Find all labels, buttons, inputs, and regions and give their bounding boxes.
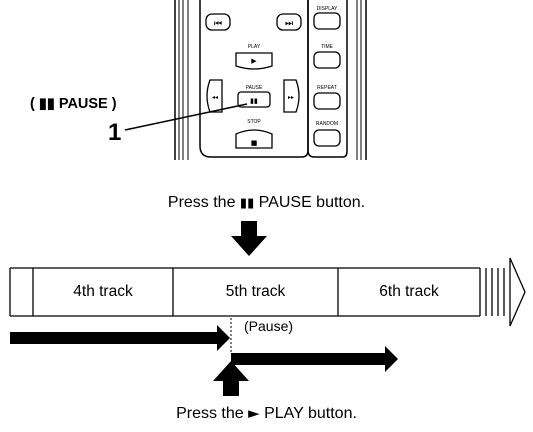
pause-icon: ▮▮ [250, 97, 258, 105]
callout-leader-line [124, 103, 248, 131]
stop-button[interactable]: ■ [235, 129, 273, 149]
pause-button-callout-label: ( ▮▮ PAUSE ) [30, 96, 117, 112]
skip-back-button[interactable]: ⏮ [205, 13, 231, 31]
fast-forward-icon: ▸▸ [288, 94, 294, 101]
step-number: 1 [108, 119, 122, 146]
play-caption: PLAY [248, 44, 261, 50]
repeat-button[interactable] [313, 92, 341, 110]
play-button[interactable]: ▶ [235, 52, 273, 70]
play-icon: ▶ [251, 57, 257, 65]
pause-caption: PAUSE [246, 85, 263, 91]
pause-button[interactable]: ▮▮ [237, 91, 271, 108]
pause-instruction-suffix: PAUSE button. [254, 194, 366, 211]
track-label-5th: 5th track [225, 283, 286, 300]
remote-body [174, 0, 367, 160]
resume-progress-arrow [231, 346, 398, 372]
pause-instruction-prefix: Press the [167, 194, 240, 211]
display-caption: DISPLAY [317, 6, 338, 12]
pause-note-label: (Pause) [244, 318, 294, 334]
time-caption: TIME [321, 44, 334, 50]
down-arrow-icon [231, 221, 267, 256]
stop-icon: ■ [251, 139, 258, 147]
stop-caption: STOP [247, 119, 261, 125]
up-arrow-icon [213, 361, 249, 396]
track-label-4th: 4th track [73, 283, 133, 300]
pause-instruction: Press the ▮▮ PAUSE button. [0, 194, 533, 212]
skip-forward-button[interactable]: ⏭ [276, 13, 302, 31]
track-label-6th: 6th track [379, 283, 439, 300]
fast-forward-button[interactable]: ▸▸ [283, 79, 300, 113]
skip-back-icon: ⏮ [214, 19, 222, 29]
time-button[interactable] [313, 51, 341, 69]
rewind-icon: ◂◂ [212, 94, 218, 101]
play-symbol-icon: ► [248, 404, 260, 422]
pause-symbol-icon: ▮▮ [239, 196, 255, 211]
play-instruction: Press the ► PLAY button. [0, 404, 533, 423]
rewind-button[interactable]: ◂◂ [206, 79, 223, 113]
play-instruction-prefix: Press the [176, 405, 249, 422]
play-progress-arrow [10, 325, 230, 351]
track-strip [9, 257, 526, 327]
display-button[interactable] [313, 12, 341, 30]
random-button[interactable] [313, 129, 341, 147]
play-instruction-suffix: PLAY button. [259, 405, 357, 422]
repeat-caption: REPEAT [317, 85, 337, 91]
random-caption: RANDOM [316, 121, 338, 127]
skip-forward-icon: ⏭ [285, 19, 293, 29]
